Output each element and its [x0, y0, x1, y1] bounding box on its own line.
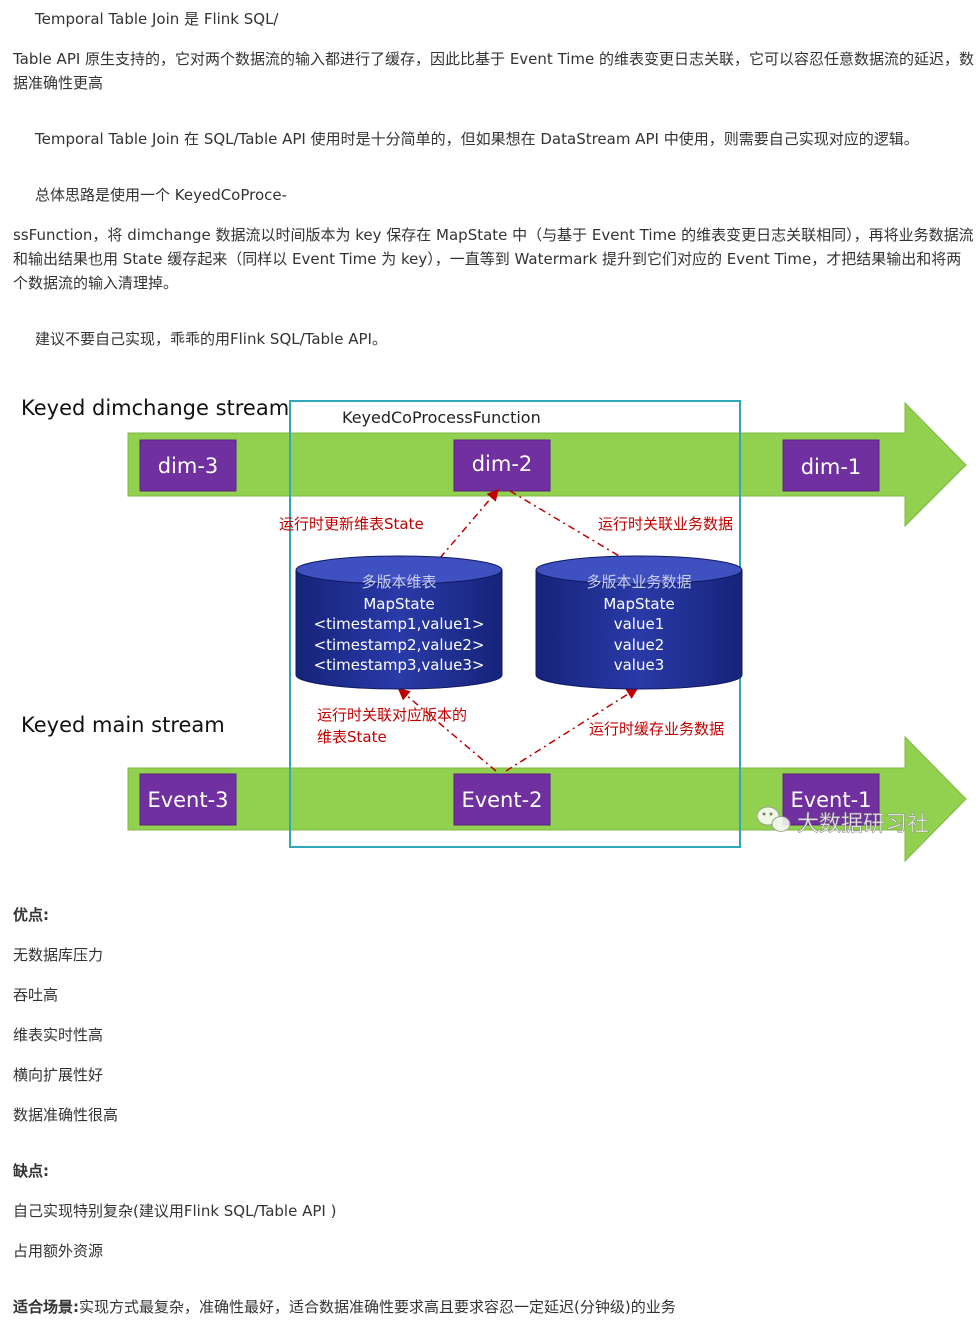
dim-stream-label: Keyed dimchange stream: [21, 396, 289, 420]
main-stream-label: Keyed main stream: [21, 713, 225, 737]
cyl-right-line-4: value3: [614, 656, 665, 674]
multi-version-business-cylinder: [535, 555, 743, 690]
function-label: KeyedCoProcessFunction: [342, 408, 541, 427]
multi-version-dim-cylinder: [295, 555, 503, 690]
arrow-join-version: [397, 688, 497, 772]
scenario-line: 适合场景:实现方式最复杂，准确性最好，适合数据准确性要求高且要求容忍一定延迟(分…: [13, 1295, 975, 1319]
cons-item-1: 自己实现特别复杂(建议用Flink SQL/Table API ): [13, 1202, 337, 1220]
dim-3-box: [139, 439, 237, 492]
pros-item-5: 数据准确性很高: [13, 1106, 119, 1124]
label-join-version-line-2: 维表State: [317, 728, 387, 746]
event-2-label: Event-2: [461, 788, 542, 812]
arrow-join-business: [509, 490, 639, 568]
event-1-box: [782, 773, 880, 826]
cons-item-2: 占用额外资源: [13, 1242, 104, 1260]
paragraph-3-line-2: ssFunction，将 dimchange 数据流以时间版本为 key 保存在…: [13, 226, 974, 292]
paragraph-1-line-1: Temporal Table Join 是 Flink SQL/: [35, 10, 279, 28]
scenario-label: 适合场景:: [13, 1298, 79, 1316]
dim-1-label: dim-1: [801, 455, 862, 479]
wechat-icon: [756, 806, 791, 832]
arrow-update-state: [439, 488, 499, 559]
cyl-left-line-4: <timestamp3,value3>: [314, 656, 485, 674]
cyl-left-line-3: <timestamp2,value2>: [314, 636, 485, 654]
event-2-box: [453, 773, 551, 826]
dim-1-box: [782, 439, 880, 492]
dim-2-label: dim-2: [472, 452, 533, 476]
cyl-right-line-1: MapState: [603, 595, 674, 613]
event-3-label: Event-3: [147, 788, 228, 812]
paragraph-2: Temporal Table Join 在 SQL/Table API 使用时是…: [35, 130, 919, 148]
pros-item-4: 横向扩展性好: [13, 1066, 104, 1084]
paragraph-4: 建议不要自己实现，乖乖的用Flink SQL/Table API。: [35, 330, 387, 348]
paragraph-3-line-1: 总体思路是使用一个 KeyedCoProce-: [35, 186, 288, 204]
scenario-text: 实现方式最复杂，准确性最好，适合数据准确性要求高且要求容忍一定延迟(分钟级)的业…: [79, 1298, 676, 1316]
event-1-label: Event-1: [790, 788, 871, 812]
cyl-right-line-2: value1: [614, 615, 665, 633]
cyl-right-title: 多版本业务数据: [586, 573, 691, 591]
paragraph-1-line-2: Table API 原生支持的，它对两个数据流的输入都进行了缓存，因此比基于 E…: [13, 50, 975, 92]
cyl-left-line-1: MapState: [363, 595, 434, 613]
label-cache-business: 运行时缓存业务数据: [589, 720, 724, 738]
pros-item-2: 吞吐高: [13, 986, 59, 1004]
label-join-version-line-1: 运行时关联对应版本的: [317, 706, 467, 724]
cyl-left-line-2: <timestamp1,value1>: [314, 615, 485, 633]
dim-2-box: [453, 439, 551, 492]
dim-3-label: dim-3: [158, 454, 219, 478]
pros-item-3: 维表实时性高: [13, 1026, 104, 1044]
cyl-left-title: 多版本维表: [361, 573, 436, 591]
label-update-state: 运行时更新维表State: [279, 515, 424, 533]
cyl-right-line-3: value2: [614, 636, 665, 654]
label-join-business: 运行时关联业务数据: [598, 515, 733, 533]
cons-title: 缺点:: [13, 1162, 49, 1180]
event-3-box: [139, 773, 237, 826]
pros-item-1: 无数据库压力: [13, 946, 104, 964]
keyed-coprocess-diagram: Keyed dimchange stream Keyed main stream…: [21, 396, 967, 863]
watermark-text: 大数据研习社: [797, 812, 929, 837]
pros-title: 优点:: [13, 906, 49, 924]
